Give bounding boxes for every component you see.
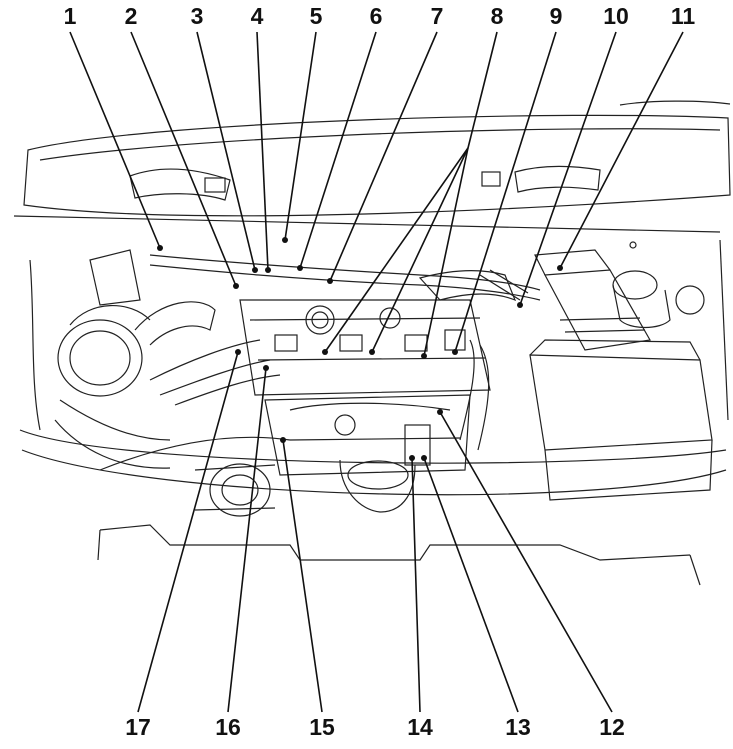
dot-7 <box>327 278 333 284</box>
leader-lines <box>69 31 684 713</box>
callout-14: 14 <box>407 714 433 740</box>
leader-8a <box>467 31 498 149</box>
wiring-harness <box>149 339 490 451</box>
leader-7 <box>329 31 438 282</box>
callout-1: 1 <box>64 3 77 29</box>
coolant-reservoir <box>612 241 705 329</box>
engine-drawing <box>13 100 731 586</box>
top-hoses <box>149 254 541 302</box>
dot-9 <box>452 349 458 355</box>
dot-12 <box>437 409 443 415</box>
leader-6 <box>299 31 377 269</box>
dot-8b <box>369 349 375 355</box>
leader-9 <box>454 31 557 353</box>
callout-12: 12 <box>599 714 625 740</box>
battery <box>529 339 713 501</box>
dot-10 <box>517 302 523 308</box>
callout-7: 7 <box>431 3 444 29</box>
leader-8b <box>324 147 469 353</box>
hood <box>13 100 731 233</box>
dot-17 <box>235 349 241 355</box>
callout-3: 3 <box>191 3 204 29</box>
callout-13: 13 <box>505 714 531 740</box>
callout-8: 8 <box>491 3 504 29</box>
leader-4 <box>256 31 269 271</box>
callout-10: 10 <box>603 3 629 29</box>
leader-14 <box>411 457 421 713</box>
leader-dots <box>157 237 563 461</box>
leader-1 <box>69 31 161 249</box>
leader-8c <box>371 147 469 353</box>
callout-17: 17 <box>125 714 151 740</box>
callout-16: 16 <box>215 714 241 740</box>
engine-block <box>264 394 471 513</box>
dot-13 <box>421 455 427 461</box>
dot-16 <box>263 365 269 371</box>
leader-5 <box>284 31 317 241</box>
fuse-box <box>534 249 651 351</box>
callout-6: 6 <box>370 3 383 29</box>
dot-11 <box>557 265 563 271</box>
air-intake-housing <box>54 249 216 469</box>
dot-6 <box>297 265 303 271</box>
dot-3 <box>252 267 258 273</box>
dot-4 <box>265 267 271 273</box>
leader-11 <box>559 31 684 269</box>
callout-11: 11 <box>671 3 696 29</box>
leader-16 <box>227 367 267 713</box>
leader-2 <box>130 31 237 287</box>
dot-2 <box>233 283 239 289</box>
leader-12 <box>439 411 613 713</box>
dot-5 <box>282 237 288 243</box>
callout-labels: 1 2 3 4 5 6 7 8 9 10 11 17 16 15 14 13 1… <box>64 3 696 740</box>
leader-10 <box>519 31 617 306</box>
alternator <box>99 436 291 517</box>
dot-1 <box>157 245 163 251</box>
dot-8c <box>421 353 427 359</box>
callout-15: 15 <box>309 714 335 740</box>
callout-5: 5 <box>310 3 323 29</box>
leader-15 <box>282 439 323 713</box>
dot-8a <box>322 349 328 355</box>
cylinder-head <box>239 299 491 396</box>
dot-15 <box>280 437 286 443</box>
callout-2: 2 <box>125 3 138 29</box>
callout-9: 9 <box>550 3 563 29</box>
dot-14 <box>409 455 415 461</box>
leader-17 <box>137 351 239 713</box>
leader-8d <box>423 147 469 357</box>
leader-3 <box>196 31 256 271</box>
callout-4: 4 <box>251 3 264 29</box>
leader-13 <box>423 457 519 713</box>
